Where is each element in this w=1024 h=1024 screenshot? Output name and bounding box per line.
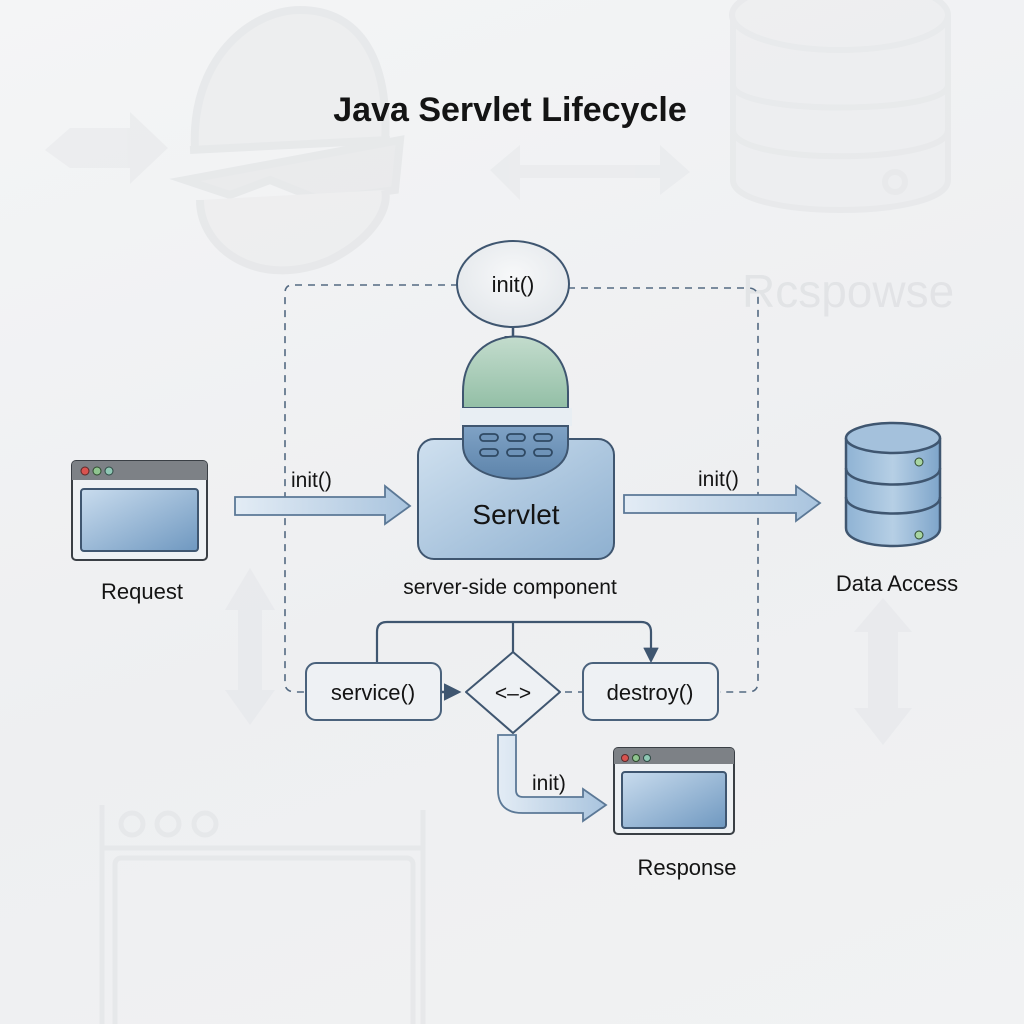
servlet-caption: server-side component xyxy=(403,576,617,599)
window-close-dot xyxy=(621,754,629,762)
watermark-browser-icon xyxy=(99,805,426,1024)
init-node[interactable]: init() xyxy=(456,240,570,328)
decision-node[interactable]: <–> xyxy=(465,651,561,734)
request-to-servlet-arrow xyxy=(234,484,412,526)
servlet-to-data-arrow xyxy=(623,484,822,523)
destroy-node[interactable]: destroy() xyxy=(582,662,719,721)
lifecycle-dashed-loop xyxy=(284,284,759,693)
window-maximize-dot xyxy=(104,466,114,476)
init-node-label: init() xyxy=(492,272,535,297)
diagram-title: Java Servlet Lifecycle xyxy=(333,91,686,129)
watermark-database-icon xyxy=(729,0,951,213)
watermark-double-arrow-icon xyxy=(490,145,690,200)
background-watermarks: Rcspowse xyxy=(45,0,954,1024)
window-minimize-dot xyxy=(92,466,102,476)
service-node[interactable]: service() xyxy=(305,662,442,721)
destroy-label: destroy() xyxy=(607,680,694,705)
decision-to-response-arrow xyxy=(497,734,608,823)
request-arrow-label: init() xyxy=(291,469,332,492)
response-arrow-label: init) xyxy=(532,772,566,795)
watermark-vertical-arrow-left-icon xyxy=(225,568,275,725)
decision-label: <–> xyxy=(495,682,531,705)
servlet-dome-icon xyxy=(460,335,572,480)
watermark-response-text: Rcspowse xyxy=(742,265,954,317)
watermark-person-icon xyxy=(169,5,405,275)
response-label: Response xyxy=(637,855,736,880)
window-minimize-dot xyxy=(632,754,640,762)
db-indicator-light xyxy=(914,457,924,467)
service-label: service() xyxy=(331,680,415,705)
response-node[interactable] xyxy=(613,747,735,835)
request-node[interactable] xyxy=(71,460,208,561)
data-arrow-label: init() xyxy=(698,468,739,491)
db-indicator-light xyxy=(914,530,924,540)
servlet-node[interactable]: Servlet xyxy=(417,335,615,560)
window-maximize-dot xyxy=(643,754,651,762)
watermark-vertical-arrow-right-icon xyxy=(854,598,912,745)
watermark-arrow-right-icon xyxy=(45,112,168,184)
servlet-label: Servlet xyxy=(472,499,559,530)
request-label: Request xyxy=(101,579,183,604)
data-access-node[interactable] xyxy=(844,421,942,548)
data-access-label: Data Access xyxy=(836,571,958,596)
window-close-dot xyxy=(80,466,90,476)
